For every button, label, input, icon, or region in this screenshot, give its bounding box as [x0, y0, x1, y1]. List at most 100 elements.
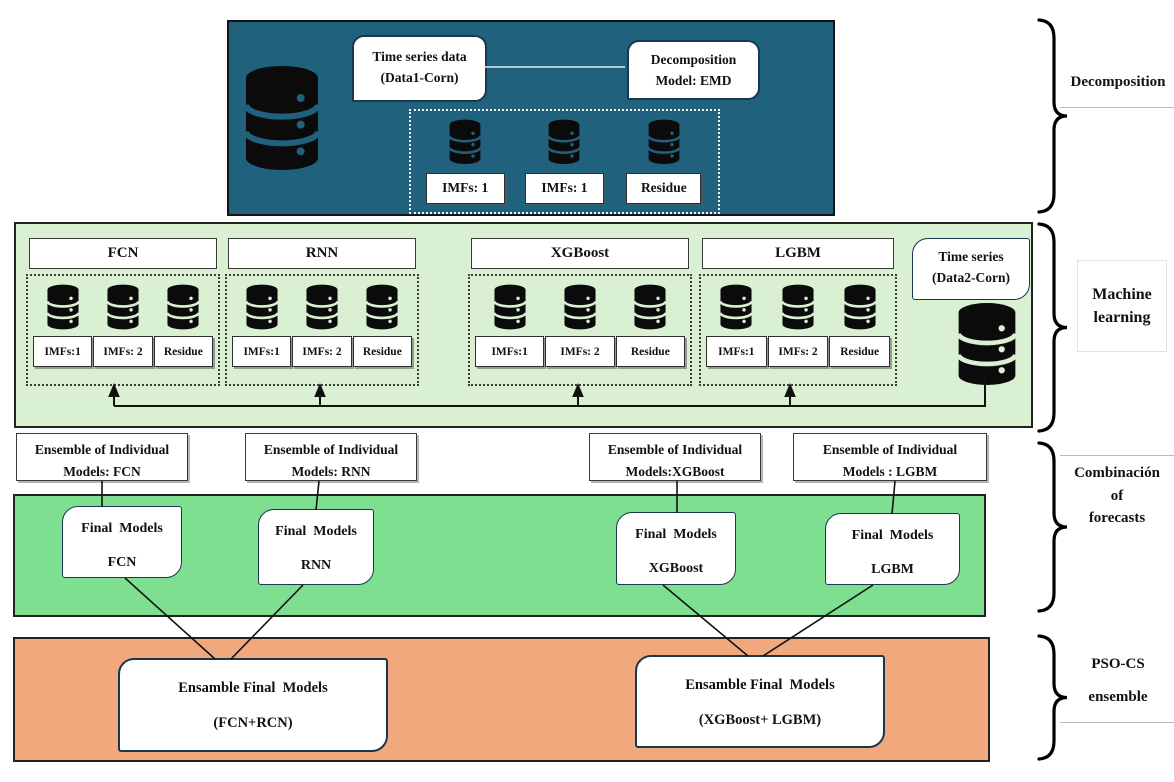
ensemble-xgboost-line2: Models:XGBoost [625, 463, 725, 479]
ml-output-label: IMFs:1 [475, 336, 545, 367]
time-series-data1-box: Time series data (Data1-Corn) [352, 35, 487, 102]
database-icon [547, 119, 582, 165]
imf-output-group: IMFs: 2 [292, 284, 352, 376]
divider-line [1060, 455, 1174, 456]
residue-output-label: Residue [829, 336, 891, 367]
database-icon [45, 284, 80, 330]
decomposition-model-line1: Decomposition [650, 52, 737, 67]
ensemble-rnn-line1: Ensemble of Individual [263, 442, 399, 457]
ensemble-box-xgboost: Ensemble of Individual Models:XGBoost [589, 433, 761, 481]
imf-output-group: IMFs: 2 [545, 284, 615, 376]
imf-output-group: IMFs:1 [33, 284, 93, 376]
time-series-data2-box: Time series (Data2-Corn) [912, 238, 1030, 300]
ml-model-group-rnn: RNN IMFs:1 IMFs: 2 Residue [225, 224, 419, 430]
imf-output-label: IMFs: 1 [524, 172, 605, 204]
imf-output-group: IMFs: 2 [93, 284, 153, 376]
final-fcn-line2: FCN [107, 555, 137, 570]
time-series-data1-line1: Time series data [372, 49, 467, 64]
machine-learning-section: FCN IMFs:1 IMFs: 2 Residue [14, 222, 1033, 428]
ensemble-rnn-line2: Models: RNN [291, 463, 371, 479]
ml-model-group-xgboost: XGBoost IMFs:1 IMFs: 2 Residue [468, 224, 692, 430]
ml-output-label: IMFs: 2 [767, 336, 829, 367]
pso-box1-line2: (FCN+RCN) [213, 715, 293, 731]
ensemble-final-box-fcn-rcn: Ensamble Final Models (FCN+RCN) [118, 658, 388, 752]
ml-output-label: IMFs: 2 [545, 336, 615, 367]
database-icon [647, 119, 681, 165]
residue-output-group: Residue [352, 284, 412, 376]
model-header-rnn: RNN [228, 238, 416, 269]
ml-output-label: IMFs:1 [232, 336, 292, 367]
decomposition-outputs-container: IMFs: 1 IMFs: 1 Residue [409, 109, 720, 214]
model-header-xgboost: XGBoost [471, 238, 689, 269]
ml-output-label: IMFs: 2 [93, 336, 153, 367]
section-label-pso: PSO-CS ensemble [1088, 656, 1148, 705]
residue-output-group: Residue [615, 284, 685, 376]
model-header-fcn: FCN [29, 238, 217, 269]
decomposition-model-line2: Model: EMD [655, 72, 732, 88]
database-icon [305, 284, 339, 330]
imf-output-group: IMFs:1 [232, 284, 292, 376]
database-icon [842, 284, 877, 330]
decomposition-section: Time series data (Data1-Corn) Decomposit… [227, 20, 835, 216]
curly-brace-machine-learning [1037, 222, 1068, 433]
ensemble-fcn-line2: Models: FCN [63, 463, 141, 479]
final-xgboost-line1: Final Models [635, 527, 717, 542]
final-rnn-line2: RNN [300, 558, 332, 573]
ensemble-box-rnn: Ensemble of Individual Models: RNN [245, 433, 417, 481]
divider-line [1060, 107, 1174, 108]
database-icon [244, 284, 279, 330]
database-icon [492, 284, 527, 330]
curly-brace-pso [1037, 634, 1068, 761]
ensemble-lgbm-line2: Models : LGBM [842, 463, 938, 479]
imf-output-group: IMFs: 1 [417, 119, 513, 204]
ml-model-group-fcn: FCN IMFs:1 IMFs: 2 Residue [26, 224, 220, 430]
residue-output-label: Residue [615, 336, 685, 367]
imf-output-group: IMFs:1 [475, 284, 545, 376]
residue-output-group: Residue [829, 284, 891, 376]
database-icon [166, 284, 201, 330]
imf-output-label: IMFs: 1 [425, 172, 505, 204]
database-icon [633, 284, 668, 330]
database-icon [448, 119, 482, 165]
curly-brace-decomposition [1037, 18, 1068, 214]
decomposition-model-box: Decomposition Model: EMD [627, 40, 760, 100]
ensemble-lgbm-line1: Ensemble of Individual [822, 442, 958, 457]
imf-output-group: IMFs: 1 [516, 119, 612, 204]
database-icon [954, 302, 1020, 386]
section-label-machine-learning: Machine learning [1077, 260, 1167, 352]
time-series-data1-line2: (Data1-Corn) [380, 69, 459, 85]
ensemble-box-lgbm: Ensemble of Individual Models : LGBM [793, 433, 987, 481]
ensemble-box-fcn: Ensemble of Individual Models: FCN [16, 433, 188, 481]
final-models-box-fcn: Final Models FCN [62, 506, 182, 578]
ensemble-xgboost-line1: Ensemble of Individual [607, 442, 743, 457]
database-icon [719, 284, 754, 330]
model-header-lgbm: LGBM [702, 238, 894, 269]
time-series-data2-line1: Time series [938, 249, 1004, 264]
ml-output-label: IMFs:1 [706, 336, 767, 367]
final-rnn-line1: Final Models [275, 524, 357, 539]
ensemble-final-box-xgboost-lgbm: Ensamble Final Models (XGBoost+ LGBM) [635, 655, 885, 748]
divider-line [1060, 722, 1174, 723]
residue-output-group: Residue [153, 284, 213, 376]
final-models-box-lgbm: Final Models LGBM [825, 513, 960, 585]
pso-box2-line1: Ensamble Final Models [685, 677, 835, 693]
section-label-decomposition: Decomposition [1070, 74, 1166, 90]
section-label-combination: Combinación of forecasts [1074, 465, 1160, 526]
time-series-data2-line2: (Data2-Corn) [932, 269, 1010, 285]
ml-output-label: IMFs:1 [33, 336, 93, 367]
final-lgbm-line1: Final Models [851, 528, 934, 543]
final-models-box-rnn: Final Models RNN [258, 509, 374, 585]
curly-brace-combination [1037, 441, 1068, 613]
database-icon [365, 284, 400, 330]
pso-box2-line2: (XGBoost+ LGBM) [698, 712, 822, 728]
database-icon [781, 284, 815, 330]
ml-output-label: IMFs: 2 [292, 336, 352, 367]
database-icon [242, 62, 322, 174]
imf-output-group: IMFs: 2 [767, 284, 829, 376]
database-icon [106, 284, 140, 330]
final-models-box-xgboost: Final Models XGBoost [616, 512, 736, 585]
ensemble-fcn-line1: Ensemble of Individual [34, 442, 170, 457]
imf-output-group: IMFs:1 [706, 284, 767, 376]
final-xgboost-line2: XGBoost [648, 561, 704, 576]
